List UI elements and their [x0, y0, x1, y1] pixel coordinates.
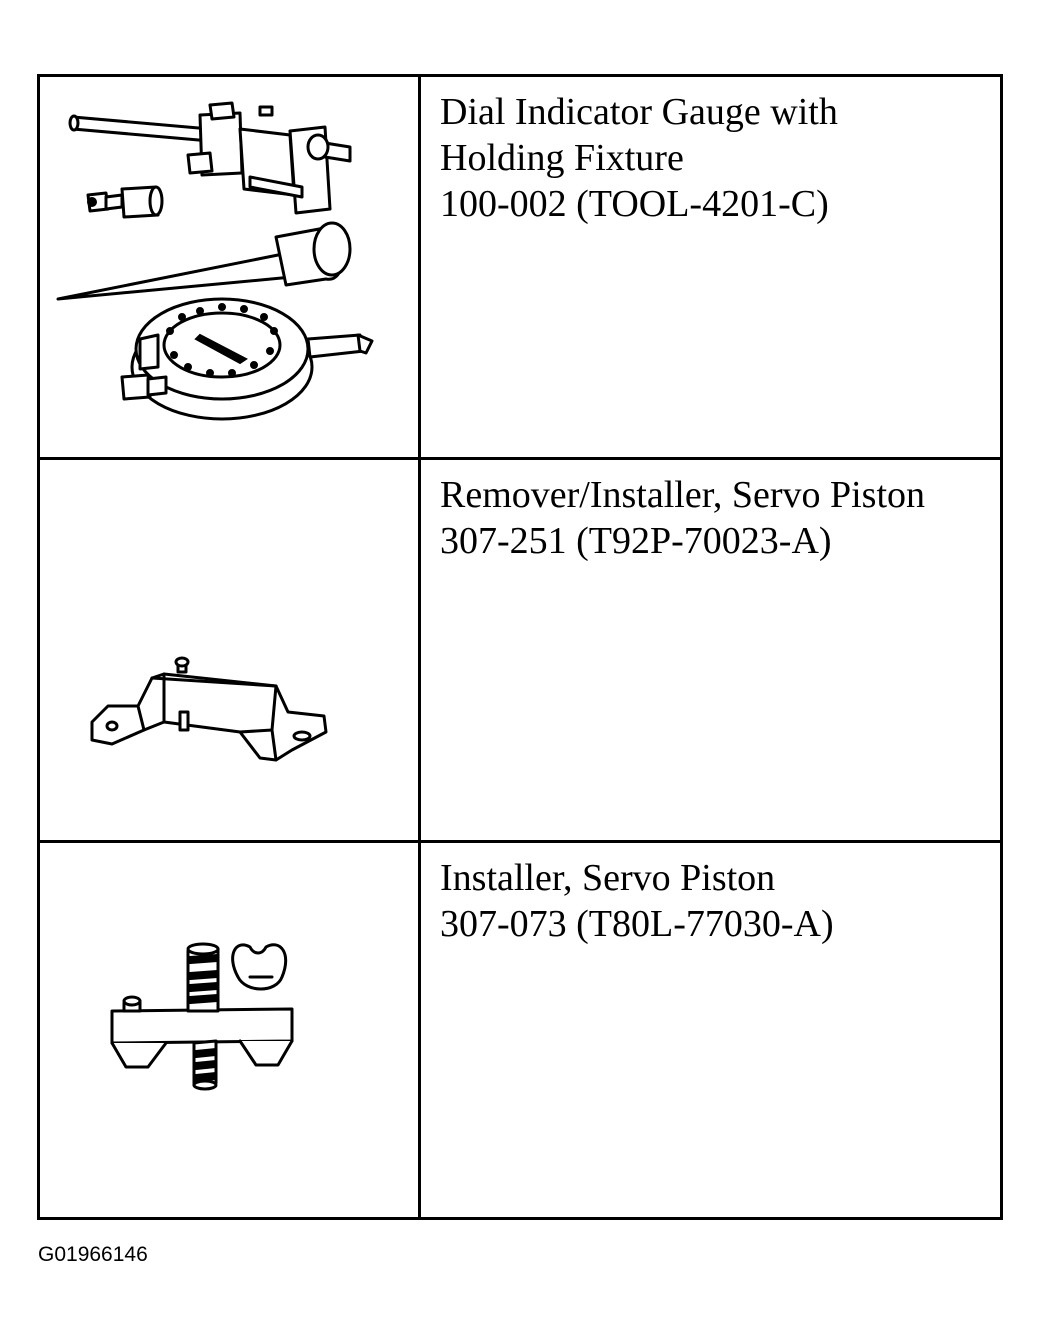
- special-tools-table: Dial Indicator Gauge with Holding Fixtur…: [37, 74, 1003, 1220]
- table-row: Remover/Installer, Servo Piston 307-251 …: [40, 460, 1000, 843]
- tool-description-cell: Remover/Installer, Servo Piston 307-251 …: [421, 460, 1000, 840]
- tool-name-continued: Holding Fixture: [440, 137, 684, 179]
- tool-name: Remover/Installer, Servo Piston: [440, 474, 926, 516]
- tool-part-number: 100-002 (TOOL-4201-C): [440, 183, 829, 225]
- servo-piston-remover-installer-icon: [40, 460, 421, 840]
- tool-part-number: 307-251 (T92P-70023-A): [440, 520, 832, 562]
- tool-name: Dial Indicator Gauge with: [440, 91, 838, 133]
- tool-description-cell: Installer, Servo Piston 307-073 (T80L-77…: [421, 843, 1000, 1220]
- tool-image-cell: [40, 77, 421, 457]
- table-row: Installer, Servo Piston 307-073 (T80L-77…: [40, 843, 1000, 1220]
- tool-image-cell: [40, 460, 421, 840]
- figure-id: G01966146: [38, 1243, 148, 1266]
- tool-name: Installer, Servo Piston: [440, 857, 776, 899]
- tool-description-cell: Dial Indicator Gauge with Holding Fixtur…: [421, 77, 1000, 457]
- table-row: Dial Indicator Gauge with Holding Fixtur…: [40, 77, 1000, 460]
- tool-part-number: 307-073 (T80L-77030-A): [440, 903, 834, 945]
- servo-piston-installer-icon: [40, 843, 421, 1217]
- tool-image-cell: [40, 843, 421, 1220]
- dial-indicator-gauge-icon: [40, 77, 421, 457]
